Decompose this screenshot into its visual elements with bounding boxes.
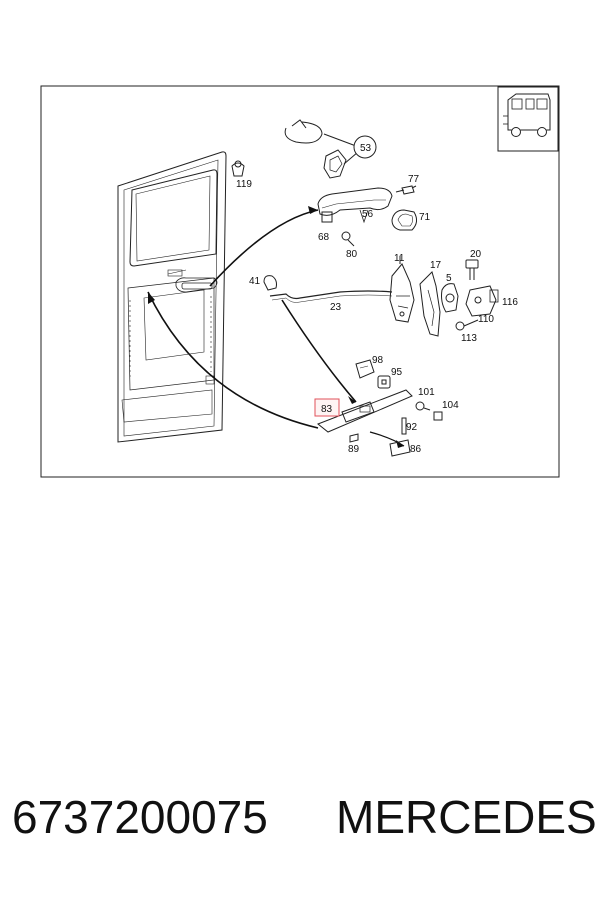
callout-41: 41	[249, 276, 261, 287]
callout-92: 92	[406, 422, 418, 433]
callout-116: 116	[502, 297, 518, 308]
callout-53: 53	[360, 143, 372, 154]
part-83-lever	[317, 389, 413, 433]
callout-23: 23	[330, 302, 342, 313]
callout-86: 86	[410, 444, 422, 455]
callout-89: 89	[348, 444, 360, 455]
part-77-screw	[395, 185, 417, 195]
part-20-bolt	[465, 259, 479, 280]
parts-diagram: 53 119 77 56 71 68 80 11 17 20 5 41 23 1…	[40, 85, 560, 478]
part-56-outside-handle	[317, 187, 393, 224]
callout-5: 5	[446, 273, 452, 284]
part-116-striker	[465, 285, 499, 317]
callout-80: 80	[346, 249, 358, 260]
part-89-clip	[349, 433, 359, 443]
callout-104: 104	[442, 400, 459, 411]
part-95-bracket	[377, 375, 391, 389]
highlight-box-83	[314, 398, 340, 417]
callout-119: 119	[236, 179, 252, 190]
part-119-clip	[231, 160, 245, 177]
part-number: 6737200075	[12, 791, 268, 843]
part-71-escutcheon	[391, 209, 418, 231]
leader-lines	[147, 209, 405, 447]
callout-77: 77	[408, 174, 420, 185]
part-23-rod	[269, 290, 393, 303]
callout-56: 56	[362, 209, 374, 220]
callout-bubble-53	[353, 135, 377, 159]
part-92-pin	[401, 417, 407, 435]
arrow-heads	[148, 206, 404, 448]
callout-17: 17	[430, 260, 442, 271]
callout-98: 98	[372, 355, 384, 366]
callout-83: 83	[321, 404, 333, 415]
part-113-screw	[455, 319, 479, 331]
part-80-screw	[341, 231, 355, 247]
part-5-rotary-latch	[441, 283, 459, 313]
part-41-clip	[263, 275, 277, 291]
part-98-bracket	[355, 359, 375, 379]
part-17-latch	[419, 271, 441, 337]
callout-71: 71	[419, 212, 431, 223]
callout-110: 110	[478, 314, 494, 325]
diagram-frame	[40, 85, 560, 478]
callout-11: 11	[394, 253, 405, 264]
part-104-nut	[433, 411, 443, 421]
part-86-cover	[389, 439, 411, 457]
callout-68: 68	[318, 232, 330, 243]
part-53-clip	[284, 119, 359, 179]
part-101-screw	[415, 401, 431, 411]
footer: 6737200075 MERCEDES	[0, 790, 600, 870]
door-panel	[117, 151, 227, 443]
part-11-lock	[389, 256, 415, 323]
brand-name: MERCEDES	[336, 791, 597, 843]
callout-101: 101	[418, 387, 435, 398]
callout-20: 20	[470, 249, 482, 260]
callout-113: 113	[461, 333, 477, 344]
vehicle-thumbnail-icon	[497, 86, 559, 152]
callout-95: 95	[391, 367, 403, 378]
